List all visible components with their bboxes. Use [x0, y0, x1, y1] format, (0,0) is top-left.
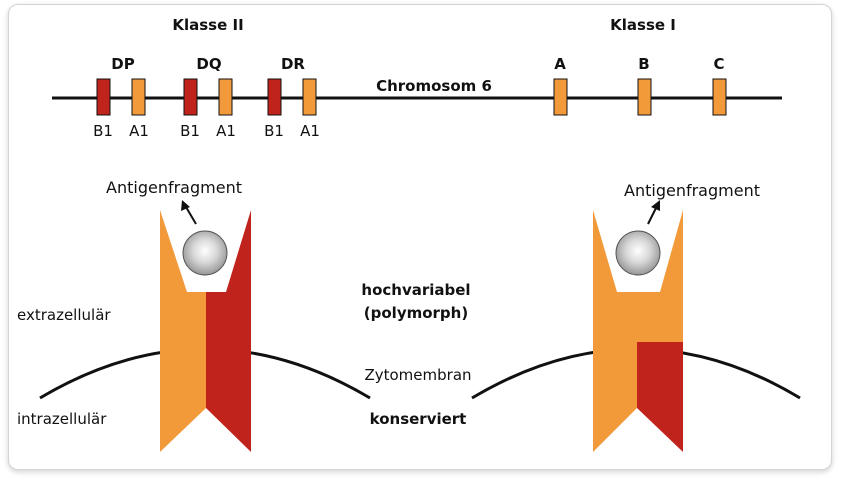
class1-title: Klasse I [610, 16, 676, 34]
antigen-sphere-left [182, 230, 228, 276]
extrazellular-label: extrazellulär [17, 306, 111, 324]
gene-b [637, 78, 652, 116]
antigen-fragment-label-left: Antigenfragment [106, 178, 242, 197]
locus-dp-label: DP [111, 55, 134, 73]
locus-c-label: C [713, 55, 724, 73]
arrow-head-left [181, 200, 190, 211]
gene-label-dp-b1: B1 [93, 122, 113, 140]
antigen-fragment-label-right: Antigenfragment [624, 181, 760, 200]
gene-label-dp-a1: A1 [129, 122, 149, 140]
antigen-arrow-right [647, 207, 657, 225]
gene-label-dq-a1: A1 [216, 122, 236, 140]
konserviert-label: konserviert [370, 410, 467, 428]
beta-chain [206, 210, 251, 452]
polymorph-label: (polymorph) [364, 304, 468, 322]
locus-b-label: B [638, 55, 649, 73]
gene-dq-a1 [218, 78, 233, 116]
class2-title: Klasse II [172, 16, 243, 34]
antigen-arrow-left [185, 206, 197, 225]
gene-label-dq-b1: B1 [180, 122, 200, 140]
gene-dp-a1 [131, 78, 146, 116]
locus-dr-label: DR [281, 55, 305, 73]
antigen-sphere-right [615, 230, 661, 276]
heavy-chain [593, 210, 683, 452]
gene-dp-b1 [96, 78, 111, 116]
gene-c [712, 78, 727, 116]
gene-a [553, 78, 568, 116]
gene-dr-b1 [267, 78, 282, 116]
arrow-head-right [651, 200, 660, 211]
locus-a-label: A [554, 55, 566, 73]
gene-dq-b1 [183, 78, 198, 116]
intrazellular-label: intrazellulär [17, 410, 107, 428]
zytomembran-label: Zytomembran [364, 366, 471, 384]
gene-label-dr-b1: B1 [264, 122, 284, 140]
hochvariabel-label: hochvariabel [361, 281, 470, 299]
mhc-class2-molecule [160, 200, 251, 452]
alpha-chain [160, 210, 206, 452]
mhc-class1-molecule [593, 200, 683, 452]
beta2-microglobulin [637, 342, 683, 452]
chromosome-label: Chromosom 6 [376, 77, 492, 95]
gene-label-dr-a1: A1 [300, 122, 320, 140]
gene-dr-a1 [302, 78, 317, 116]
locus-dq-label: DQ [196, 55, 221, 73]
